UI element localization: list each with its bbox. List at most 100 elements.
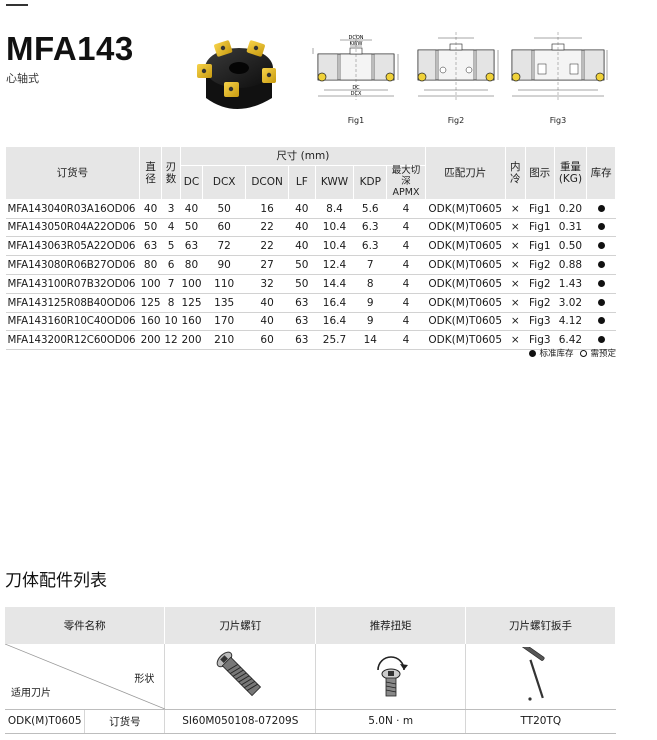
dim-dc-label: DC [352, 85, 360, 91]
header-diameter: 直径 [138, 146, 163, 200]
cell-code: MFA143160R10C40OD06 [5, 312, 140, 332]
cell-kdp: 7 [353, 255, 387, 275]
cell-coolant: × [505, 199, 526, 219]
cell-code: MFA143125R08B40OD06 [5, 293, 140, 313]
cell-lf: 50 [288, 255, 316, 275]
figure-3-label: Fig3 [549, 116, 567, 125]
standard-stock-dot-icon [529, 349, 537, 357]
cell-dcx: 90 [202, 255, 246, 275]
cell-coolant: × [505, 312, 526, 332]
header-kdp: KDP [353, 165, 388, 200]
header-part-name: 零件名称 [5, 607, 166, 644]
cell-kdp: 8 [353, 274, 387, 294]
cell-dcx: 210 [202, 330, 246, 351]
cell-apmx: 4 [386, 330, 426, 351]
wrench-value: TT20TQ [465, 709, 616, 734]
cell-dcx: 50 [202, 199, 246, 219]
cell-z: 10 [161, 312, 181, 332]
cell-d: 125 [139, 293, 162, 313]
cell-kww: 14.4 [315, 274, 354, 294]
figure-3: Fig3 [506, 30, 610, 130]
cell-apmx: 4 [386, 255, 426, 275]
cell-kdp: 14 [353, 330, 387, 351]
cell-insert: ODK(M)T0605 [425, 274, 506, 294]
cell-apmx: 4 [386, 312, 426, 332]
cell-coolant: × [505, 255, 526, 275]
header-dims: 尺寸 (mm) [179, 146, 426, 166]
stock-dot-icon [597, 336, 605, 344]
header-figure: 图示 [525, 146, 555, 200]
cell-coolant: × [505, 274, 526, 294]
insert-value: ODK(M)T0605 [5, 709, 86, 734]
cell-fig: Fig2 [525, 274, 555, 294]
shape-insert-diagonal-cell: 形状 适用刀片 [5, 644, 166, 710]
figure-2: Fig2 [410, 30, 502, 130]
cell-stock [586, 330, 616, 351]
cell-insert: ODK(M)T0605 [425, 199, 506, 219]
cell-insert: ODK(M)T0605 [425, 330, 506, 351]
cell-coolant: × [505, 293, 526, 313]
cell-fig: Fig1 [525, 236, 555, 257]
screw-value: SI60M050108-07209S [164, 709, 317, 734]
cell-fig: Fig1 [525, 199, 555, 219]
cell-lf: 40 [288, 199, 316, 219]
cell-kdp: 9 [353, 312, 387, 332]
cell-weight: 1.43 [554, 274, 587, 294]
insert-label: 适用刀片 [11, 688, 51, 699]
header-dcx: DCX [202, 165, 247, 200]
accessories-title: 刀体配件列表 [5, 571, 107, 591]
cell-lf: 63 [288, 293, 316, 313]
header-coolant: 内冷 [504, 146, 527, 200]
cell-coolant: × [505, 330, 526, 351]
stock-legend: 标准库存 需预定 [529, 347, 616, 359]
dim-dcon-label: DCON [348, 35, 363, 41]
cell-dc: 125 [180, 293, 203, 313]
cell-code: MFA143080R06B27OD06 [5, 255, 140, 275]
cell-d: 63 [139, 236, 162, 257]
cell-d: 160 [139, 312, 162, 332]
cell-dcon: 60 [245, 330, 289, 351]
header-screw: 刀片螺钉 [164, 607, 317, 644]
cell-apmx: 4 [386, 199, 426, 219]
figure-1-label: Fig1 [347, 116, 365, 125]
cell-weight: 6.42 [554, 330, 587, 351]
cell-fig: Fig1 [525, 218, 555, 238]
header-torque: 推荐扭矩 [315, 607, 467, 644]
cell-dcx: 72 [202, 236, 246, 257]
cell-d: 50 [139, 218, 162, 238]
page-title: MFA143 [6, 30, 134, 67]
cell-kww: 16.4 [315, 293, 354, 313]
cell-apmx: 4 [386, 274, 426, 294]
cell-dcon: 32 [245, 274, 289, 294]
cell-code: MFA143040R03A16OD06 [5, 199, 140, 219]
cell-code: MFA143063R05A22OD06 [5, 236, 140, 257]
cell-dc: 160 [180, 312, 203, 332]
cell-weight: 0.31 [554, 218, 587, 238]
legend-standard: 标准库存 [539, 349, 574, 359]
cell-code: MFA143200R12C60OD06 [5, 330, 140, 351]
cell-apmx: 4 [386, 218, 426, 238]
cell-z: 12 [161, 330, 181, 351]
figure-3-drawing [511, 32, 608, 100]
order-ring-icon [580, 349, 588, 357]
cell-dc: 50 [180, 218, 203, 238]
figure-2-label: Fig2 [447, 116, 465, 125]
cell-z: 5 [161, 236, 181, 257]
cell-lf: 50 [288, 274, 316, 294]
cell-insert: ODK(M)T0605 [425, 218, 506, 238]
stock-dot-icon [597, 261, 605, 269]
cell-kdp: 9 [353, 293, 387, 313]
header-apmx: 最大切深 APMX [386, 165, 426, 200]
cell-dcon: 16 [245, 199, 289, 219]
cell-lf: 63 [288, 330, 316, 351]
figure-2-drawing [417, 32, 499, 100]
cell-stock [586, 293, 616, 313]
cell-insert: ODK(M)T0605 [425, 236, 506, 257]
cell-fig: Fig3 [525, 330, 555, 351]
cell-z: 3 [161, 199, 181, 219]
cell-insert: ODK(M)T0605 [425, 255, 506, 275]
stock-dot-icon [597, 279, 605, 287]
